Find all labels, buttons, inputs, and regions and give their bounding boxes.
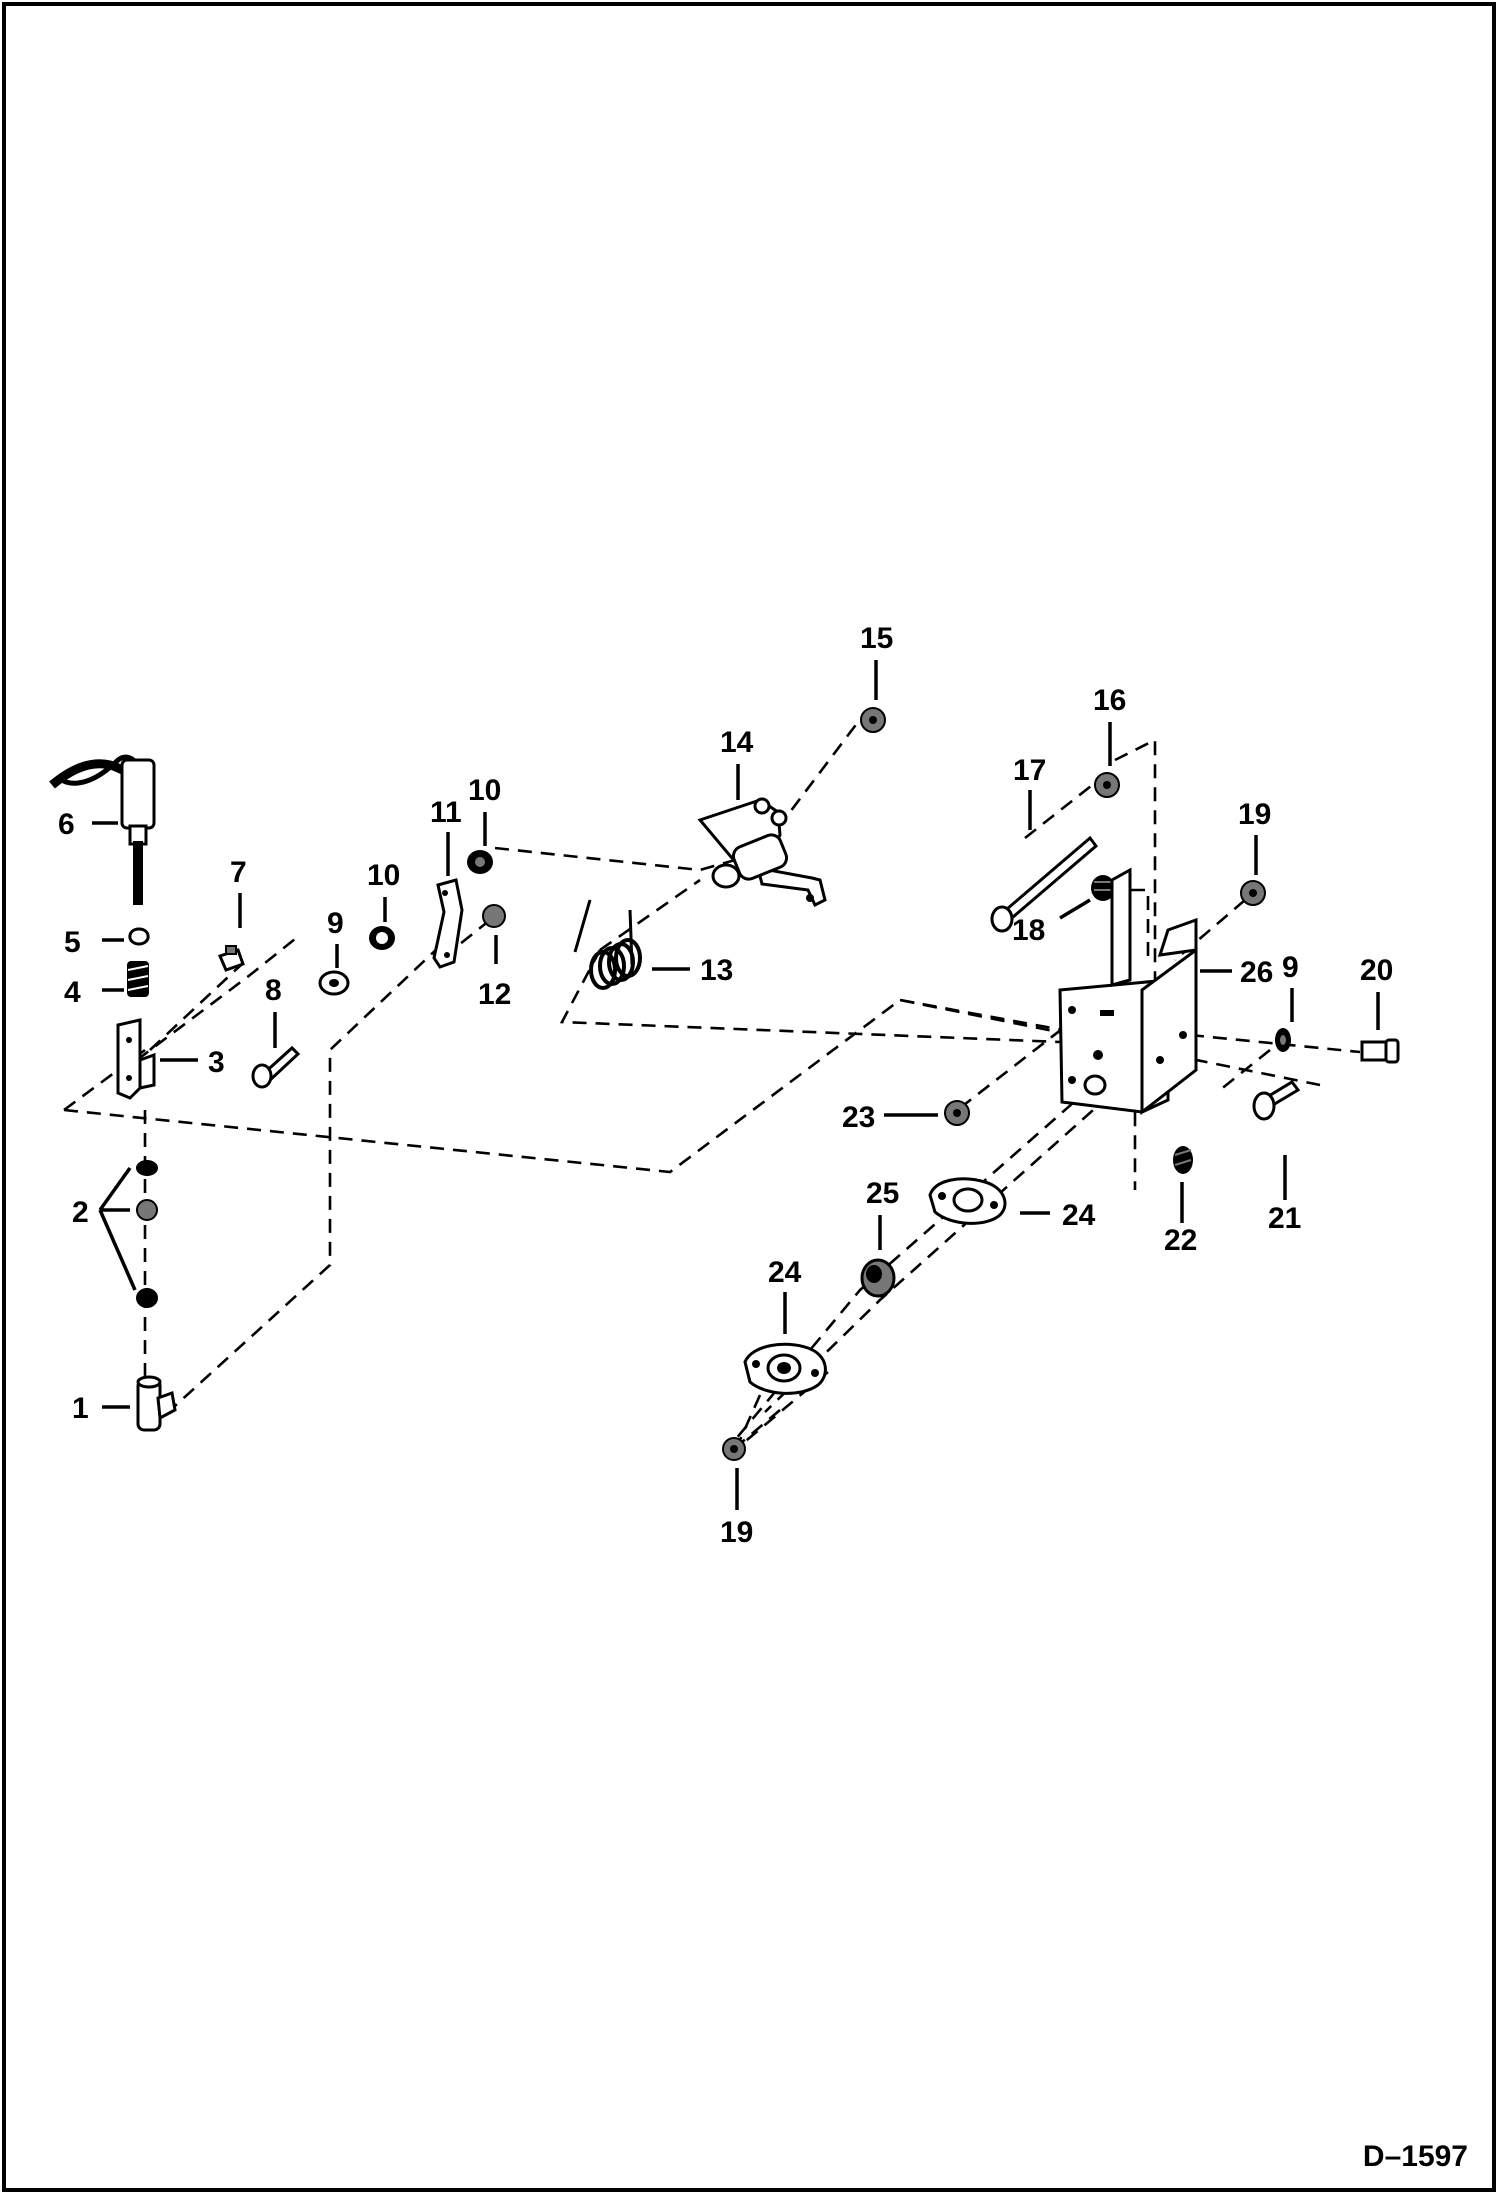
- part-21-bolt: [1252, 1080, 1301, 1121]
- part-15-nut: [860, 707, 886, 733]
- part-3-bracket: [116, 1018, 156, 1100]
- callout-25: 25: [866, 1177, 899, 1210]
- callout-5: 5: [64, 926, 81, 959]
- part-24-flange-lower: [743, 1342, 827, 1395]
- part-10-nut-upper: [467, 850, 493, 874]
- callout-9-right: 9: [1282, 951, 1299, 984]
- part-25-bushing: [860, 1258, 896, 1298]
- callout-21: 21: [1268, 1202, 1301, 1235]
- callout-10-lower: 10: [367, 859, 400, 892]
- part-16-nut: [1094, 772, 1120, 798]
- callout-6: 6: [58, 808, 75, 841]
- part-24-flange-upper: [928, 1177, 1007, 1225]
- part-17-bolt: [990, 835, 1099, 933]
- part-5-clip: [128, 927, 150, 946]
- callout-labels: 1 2 3 4 5 6 7 8 9 10 11 10 12 13 14 15 1…: [58, 622, 1393, 1549]
- callout-14: 14: [720, 726, 754, 759]
- part-20-bolt: [1360, 1038, 1400, 1064]
- part-1-pin: [136, 1375, 177, 1432]
- callout-11: 11: [430, 796, 462, 829]
- callout-19-lower: 19: [720, 1516, 753, 1549]
- part-9-washer: [318, 970, 350, 996]
- part-11-link: [432, 878, 464, 969]
- part-6-switch: [49, 754, 156, 905]
- part-7-bolt: [217, 945, 245, 972]
- callout-18: 18: [1012, 914, 1045, 947]
- callout-3: 3: [208, 1046, 225, 1079]
- callout-19-upper: 19: [1238, 798, 1271, 831]
- callout-22: 22: [1164, 1224, 1197, 1257]
- part-13-torsion-spring: [573, 899, 642, 990]
- callout-17: 17: [1013, 754, 1046, 787]
- part-23-nut: [944, 1100, 970, 1126]
- part-14-solenoid: [697, 797, 827, 908]
- callout-26: 26: [1240, 956, 1273, 989]
- part-19-nut-lower: [722, 1437, 746, 1461]
- part-2-hardware: [136, 1160, 158, 1308]
- callout-13: 13: [700, 954, 733, 987]
- part-12-nut: [482, 904, 506, 928]
- callout-8: 8: [265, 974, 282, 1007]
- callout-20: 20: [1360, 954, 1393, 987]
- document-id: D–1597: [1363, 2140, 1468, 2173]
- part-4-spring: [127, 961, 149, 997]
- callout-9-left: 9: [327, 907, 344, 940]
- callout-24-lower: 24: [768, 1256, 802, 1289]
- part-18-nut: [1091, 875, 1115, 901]
- callout-1: 1: [72, 1392, 89, 1425]
- callout-15: 15: [860, 622, 893, 655]
- callout-24-upper: 24: [1062, 1199, 1096, 1232]
- callout-16: 16: [1093, 684, 1126, 717]
- callout-7: 7: [230, 856, 247, 889]
- callout-4: 4: [64, 976, 81, 1009]
- part-10-washer-lower: [369, 926, 395, 950]
- callout-10-upper: 10: [468, 774, 501, 807]
- callout-12: 12: [478, 978, 511, 1011]
- part-22-screw: [1173, 1146, 1193, 1174]
- leader-lines: [92, 660, 1380, 1510]
- callout-2: 2: [72, 1196, 89, 1229]
- part-8-bolt: [251, 1045, 301, 1089]
- part-19-nut-upper: [1240, 880, 1266, 906]
- part-26-mounting-bracket: [1058, 867, 1198, 1116]
- part-9-washer-right: [1275, 1028, 1291, 1052]
- callout-23: 23: [842, 1101, 875, 1134]
